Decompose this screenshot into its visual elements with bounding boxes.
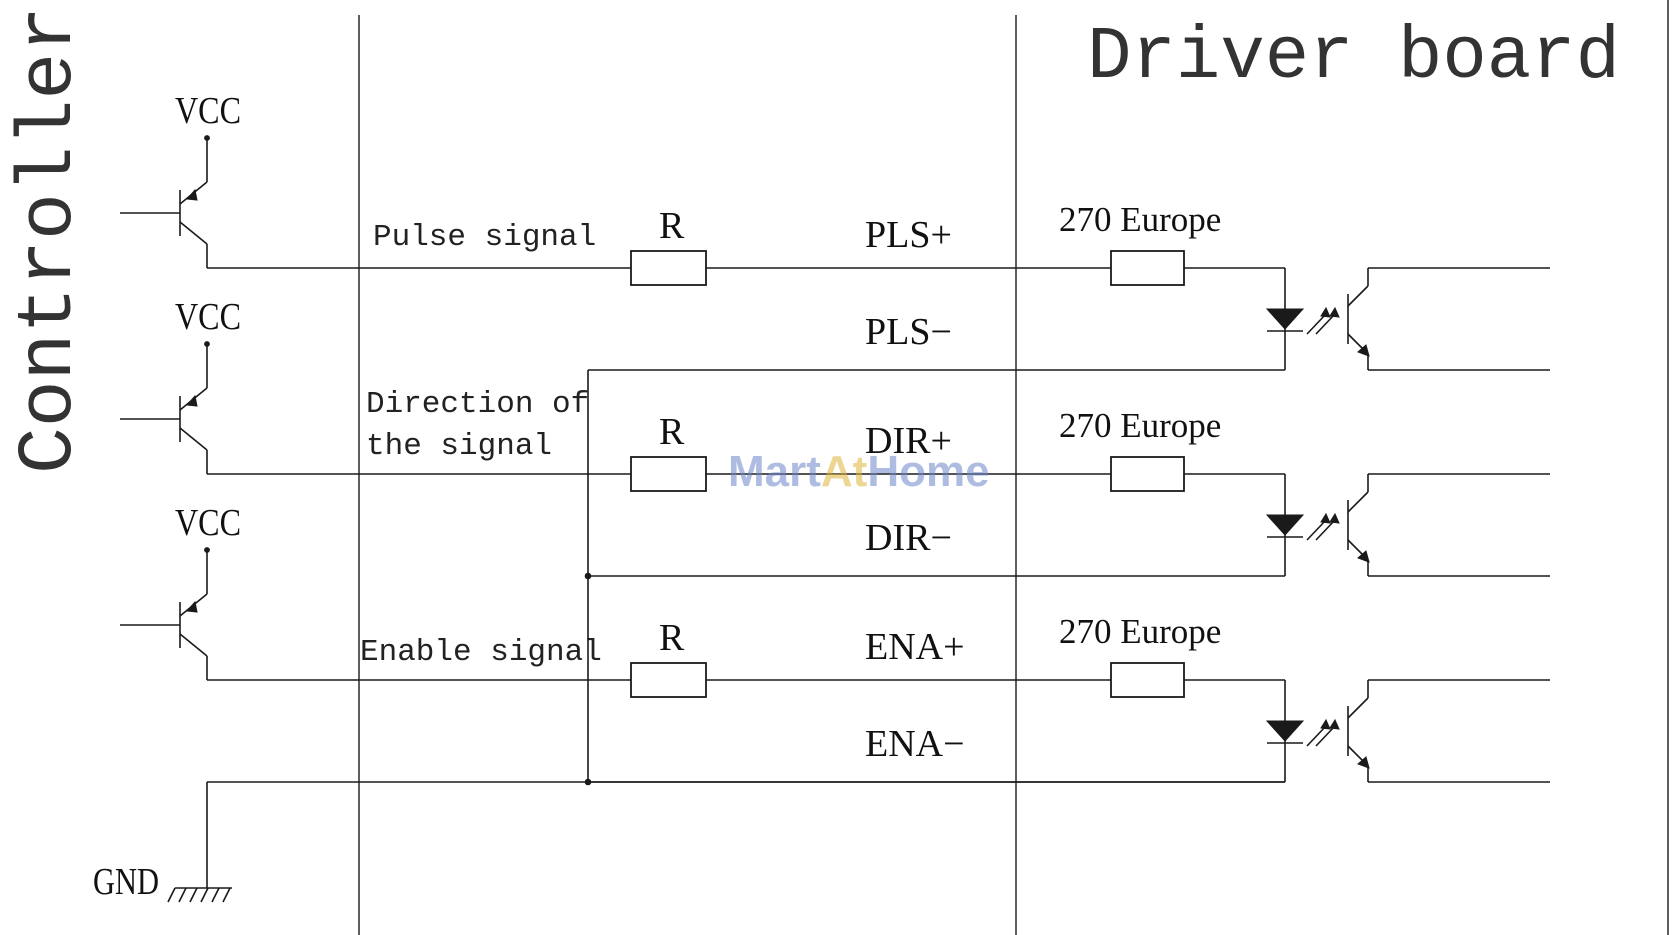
signal-label: Direction of (366, 387, 589, 422)
driver-board-title: Driver board (1087, 16, 1620, 100)
emitter (179, 427, 208, 451)
minus-terminal-label: ENA− (865, 723, 965, 765)
vcc-label: VCC (175, 502, 241, 544)
series-resistor (630, 662, 707, 698)
light-arrow (1306, 519, 1327, 541)
watermark-part: At (821, 447, 868, 496)
arrow-head (1329, 512, 1340, 524)
optocoupler-led (1265, 474, 1340, 576)
controller-transistor (120, 135, 210, 268)
watermark: MartAtHome (728, 447, 990, 496)
light-arrow (1315, 519, 1336, 541)
vcc-label: VCC (175, 90, 241, 132)
minus-terminal-label: DIR− (865, 517, 952, 559)
arrow-mark (185, 188, 198, 201)
series-resistor (630, 456, 707, 492)
light-arrow (1315, 725, 1336, 747)
arrow-head (1329, 718, 1340, 730)
resistor-label: R (659, 205, 685, 247)
plus-terminal-label: ENA+ (865, 626, 965, 668)
light-arrow (1306, 313, 1327, 335)
emitter (179, 633, 208, 657)
led-triangle (1265, 514, 1305, 536)
arrow-mark (185, 394, 198, 407)
arrow-head (1320, 512, 1331, 524)
controller-transistor (120, 341, 210, 474)
plus-terminal-label: PLS+ (865, 214, 952, 256)
watermark-part: Home (867, 447, 989, 496)
arrow-mark (1357, 550, 1370, 563)
optocoupler-phototransistor (1347, 473, 1550, 577)
vcc-label: VCC (175, 296, 241, 338)
opto-resistor (1110, 250, 1185, 286)
channel-1: VCC R 270 Europe Direction of the signal DIR+… (120, 296, 1550, 577)
signal-label: Enable signal (360, 635, 602, 670)
resistor-label: R (659, 411, 685, 453)
controller-transistor (120, 547, 210, 680)
optocoupler-phototransistor (1347, 267, 1550, 371)
minus-terminal-label: PLS− (865, 311, 952, 353)
light-arrow (1315, 313, 1336, 335)
arrow-mark (1357, 344, 1370, 357)
plus-terminal-label: DIR+ (865, 420, 952, 462)
series-resistor (630, 250, 707, 286)
led-triangle (1265, 308, 1305, 330)
emitter (179, 221, 208, 245)
opto-resistor-label: 270 Europe (1059, 200, 1221, 239)
opto-resistor (1110, 456, 1185, 492)
arrow-head (1320, 306, 1331, 318)
resistor-label: R (659, 617, 685, 659)
arrow-head (1329, 306, 1340, 318)
vcc-node (204, 341, 210, 347)
junction-dot (584, 572, 592, 580)
signal-label: Pulse signal (373, 220, 596, 255)
optocoupler-led (1265, 680, 1340, 782)
arrow-head (1320, 718, 1331, 730)
led-triangle (1265, 720, 1305, 742)
arrow-mark (185, 600, 198, 613)
gnd-label: GND (93, 861, 159, 903)
watermark-part: Mart (728, 447, 821, 496)
vcc-node (204, 547, 210, 553)
optocoupler-led (1265, 268, 1340, 370)
light-arrow (1306, 725, 1327, 747)
opto-resistor (1110, 662, 1185, 698)
ground-bus (167, 370, 1285, 903)
controller-title: Controller (6, 6, 94, 474)
signal-label: the signal (366, 429, 552, 464)
arrow-mark (1357, 756, 1370, 769)
opto-resistor-label: 270 Europe (1059, 406, 1221, 445)
optocoupler-phototransistor (1347, 679, 1550, 783)
vcc-node (204, 135, 210, 141)
opto-resistor-label: 270 Europe (1059, 612, 1221, 651)
